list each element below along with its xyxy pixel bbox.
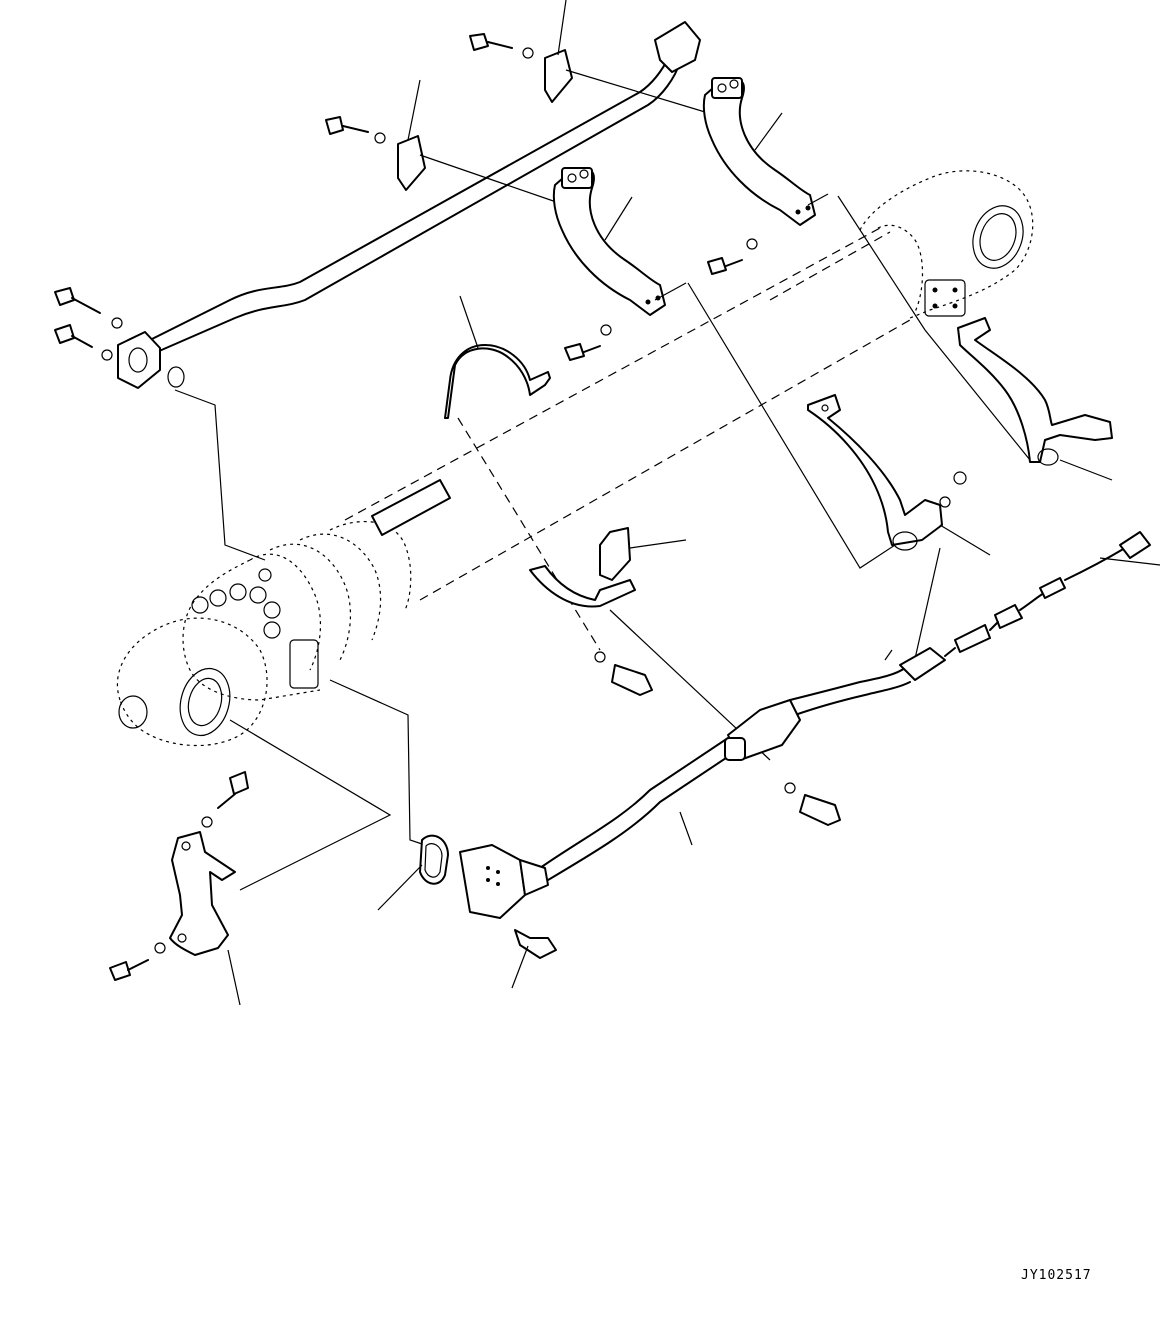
hydraulic-pipe — [117, 21, 701, 389]
hose-clamp — [529, 527, 687, 696]
sensor-cable — [459, 531, 1161, 989]
o-ring — [377, 834, 449, 911]
hydraulic-cylinder — [116, 170, 1034, 747]
drawing-code-label: JY102517 — [1021, 1268, 1092, 1283]
pipe-brackets — [552, 77, 829, 361]
u-band-clamp — [444, 295, 601, 651]
right-brackets — [807, 317, 1113, 556]
flange-bolts — [54, 287, 123, 361]
pipe-clamps — [325, 0, 716, 206]
mounting-plate — [109, 771, 249, 1006]
